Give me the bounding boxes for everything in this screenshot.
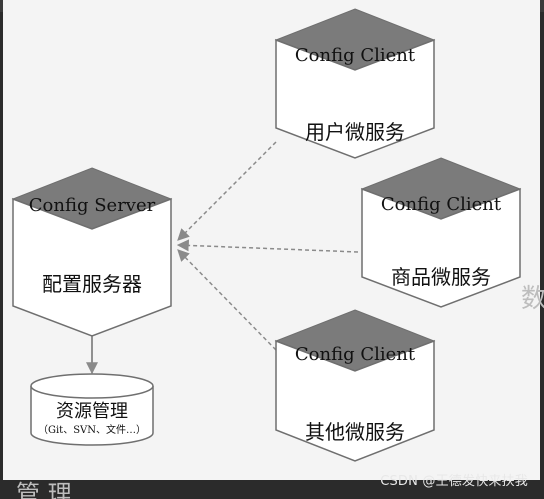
config-server-node: Config Server 配置服务器	[11, 167, 173, 337]
server-title: Config Server	[29, 195, 156, 216]
config-client-node-goods: Config Client 商品微服务	[360, 157, 522, 308]
client-title: Config Client	[381, 194, 502, 215]
connector-other-service	[177, 249, 277, 351]
background-text-bottom: 管 理	[16, 480, 72, 499]
client-label: 商品微服务	[391, 265, 491, 289]
client-label: 用户微服务	[305, 120, 405, 144]
background-char-right: 数	[521, 284, 544, 314]
resource-storage-node: 资源管理 （Git、SVN、文件…）	[30, 373, 154, 446]
storage-subtitle: （Git、SVN、文件…）	[38, 423, 146, 436]
config-client-node-user: Config Client 用户微服务	[274, 8, 436, 159]
client-label: 其他微服务	[305, 420, 405, 444]
client-title: Config Client	[295, 45, 416, 66]
client-title: Config Client	[295, 344, 416, 365]
watermark: CSDN @王德发快来扶我	[380, 474, 528, 489]
storage-title: 资源管理	[56, 401, 128, 422]
connector-user-service	[177, 141, 277, 241]
config-client-node-other: Config Client 其他微服务	[274, 309, 436, 462]
connector-goods-service	[176, 239, 359, 253]
bottom-border	[0, 480, 544, 499]
server-label: 配置服务器	[42, 272, 142, 296]
